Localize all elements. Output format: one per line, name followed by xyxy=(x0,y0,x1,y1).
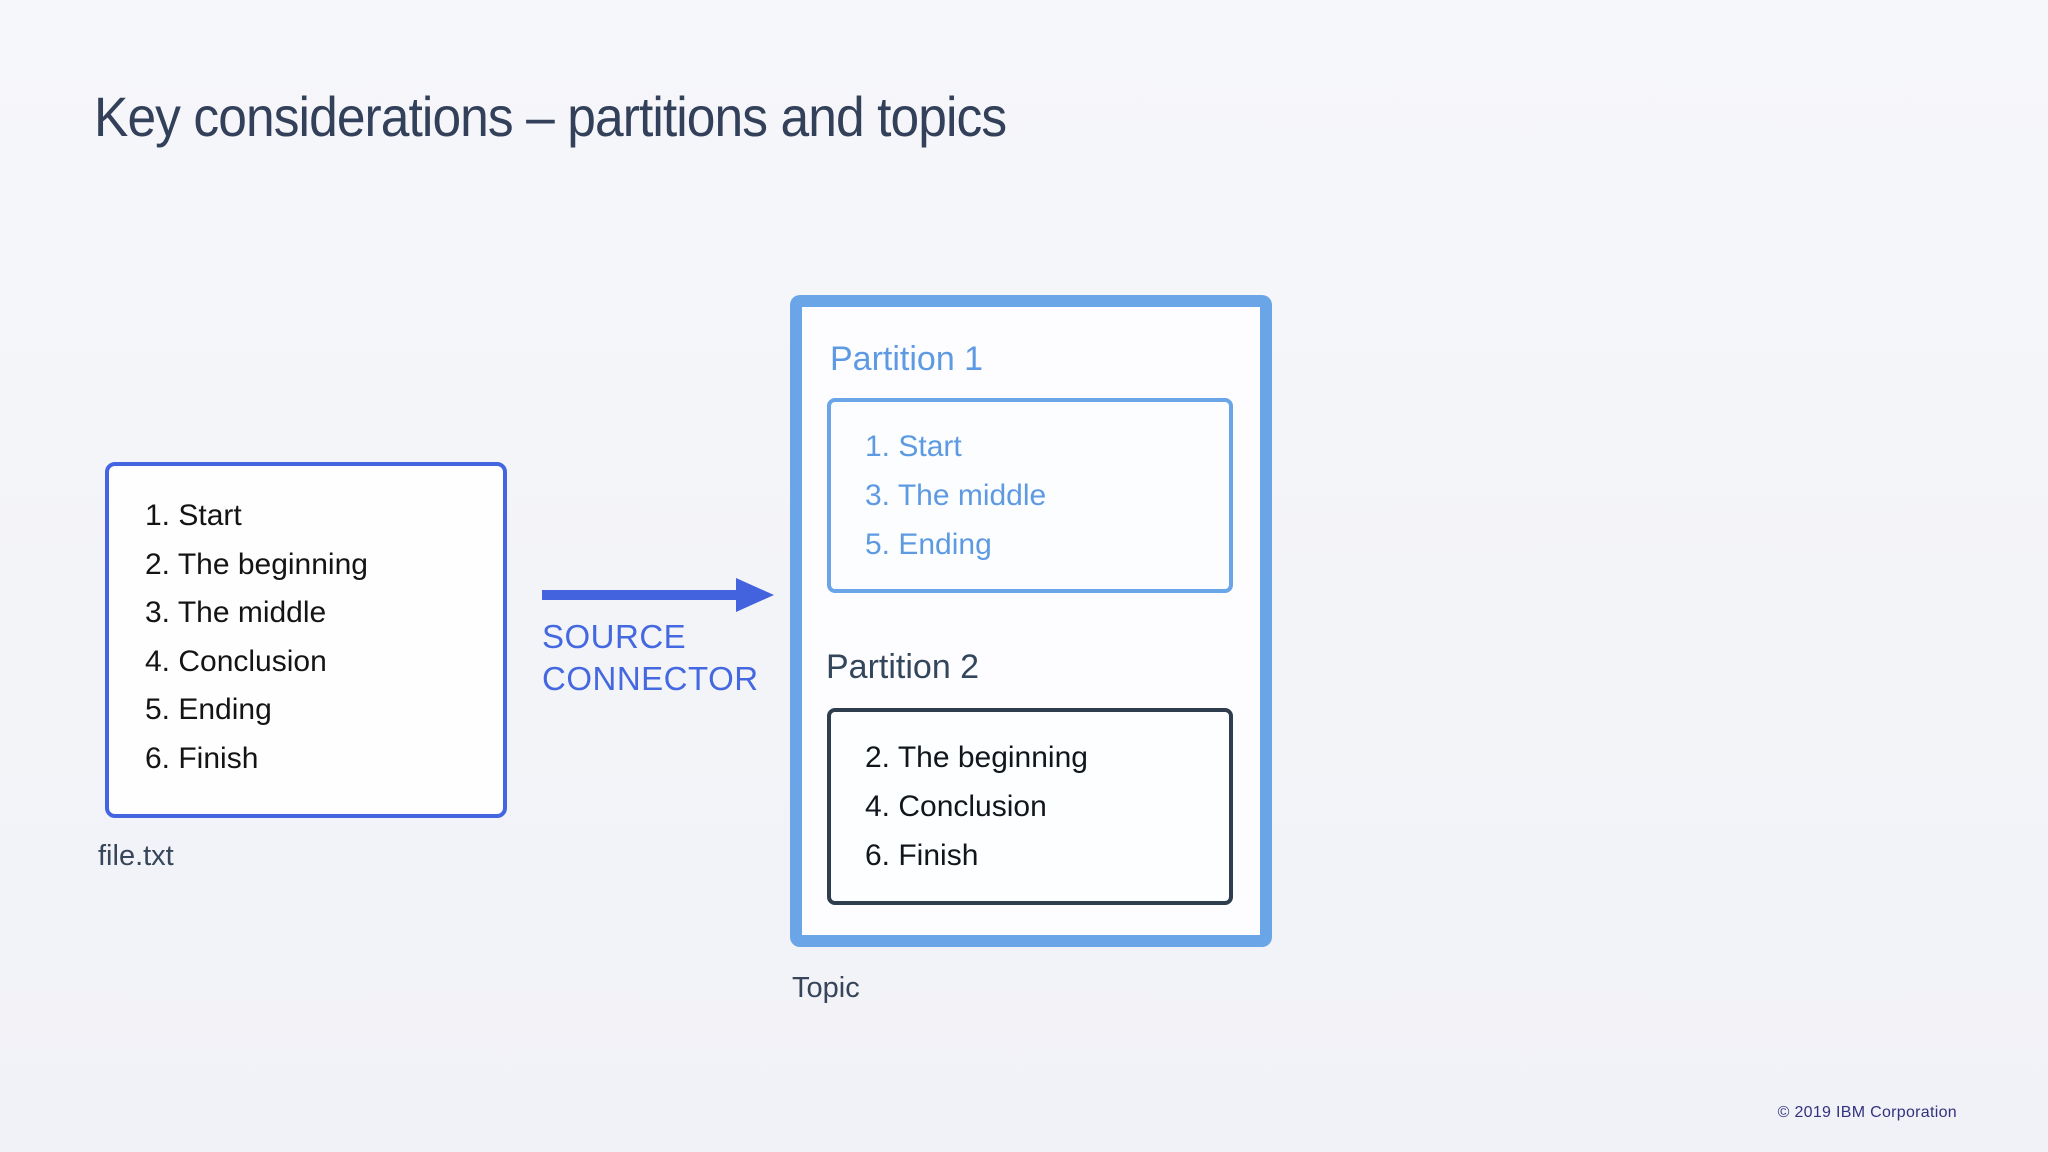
partition-2-label: Partition 2 xyxy=(826,648,980,686)
partition-1-box: 1. Start 3. The middle 5. Ending xyxy=(827,398,1233,593)
slide-title: Key considerations – partitions and topi… xyxy=(94,85,1007,148)
file-list-item: 2. The beginning xyxy=(145,547,368,581)
partition-2-box: 2. The beginning 4. Conclusion 6. Finish xyxy=(827,708,1233,905)
file-list-item: 3. The middle xyxy=(145,596,327,629)
arrow-head xyxy=(736,578,774,612)
file-list-item: 4. Conclusion xyxy=(145,644,327,678)
copyright-text: © 2019 IBM Corporation xyxy=(1777,1104,1957,1121)
partition-1-label: Partition 1 xyxy=(830,340,984,378)
partition-2-item: 6. Finish xyxy=(865,839,979,872)
arrow-shaft xyxy=(542,590,738,600)
partition-2-item: 4. Conclusion xyxy=(865,790,1047,823)
file-list-item: 6. Finish xyxy=(145,741,259,775)
partition-1-item: 3. The middle xyxy=(865,479,1047,512)
partition-1-item: 5. Ending xyxy=(865,528,992,561)
partition-2-item: 2. The beginning xyxy=(865,741,1088,774)
file-list-item: 5. Ending xyxy=(145,693,272,726)
partition-1-item: 1. Start xyxy=(865,430,962,463)
topic-label: Topic xyxy=(792,972,860,1004)
source-connector-label: SOURCE CONNECTOR xyxy=(542,618,759,697)
right-arrow-icon xyxy=(542,578,774,612)
file-list-item: 1. Start xyxy=(145,499,242,532)
file-txt-box: 1. Start 2. The beginning 3. The middle … xyxy=(105,462,507,818)
file-txt-label: file.txt xyxy=(98,840,174,872)
